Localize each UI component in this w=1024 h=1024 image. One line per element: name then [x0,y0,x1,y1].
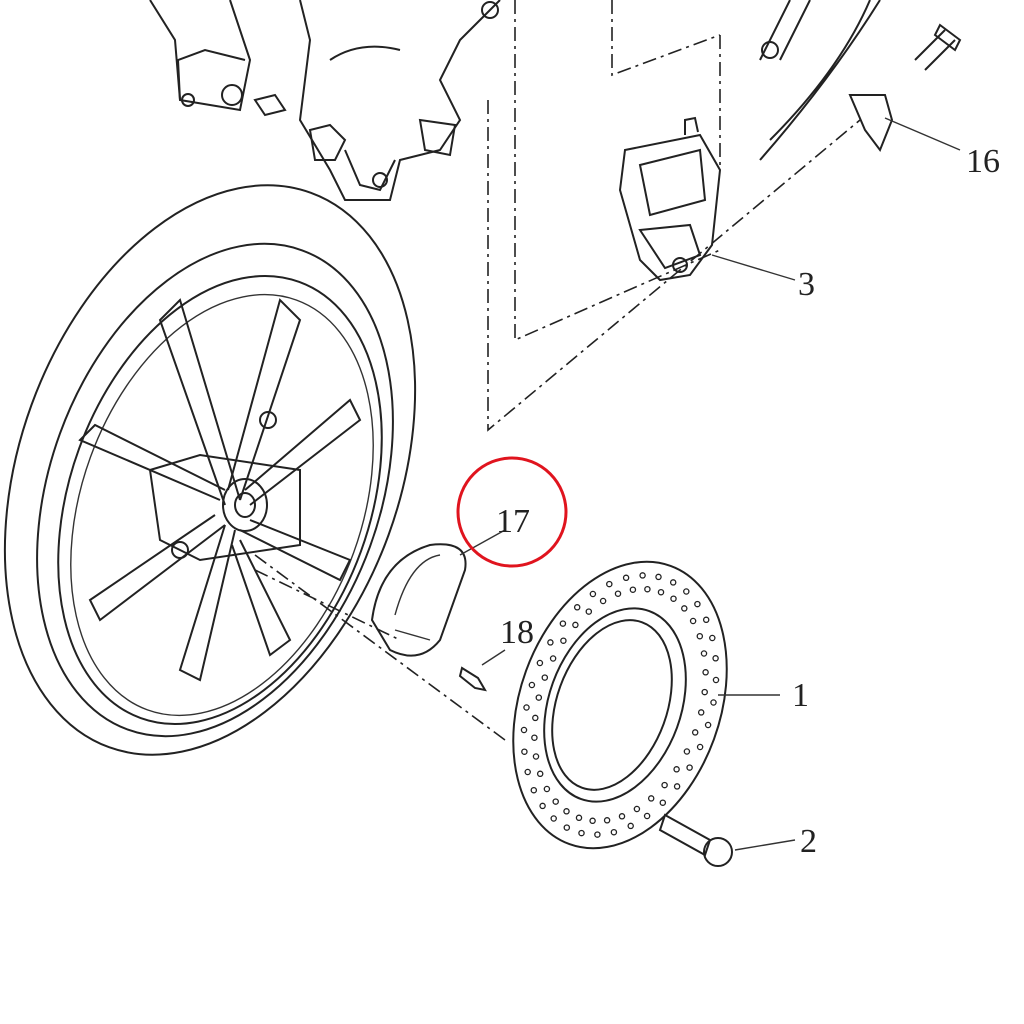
disc-hole [610,828,618,836]
disc-hole [633,805,641,813]
disc-hole [689,617,697,625]
disc-hole [543,785,551,793]
disc-hole [697,709,705,716]
bolt-16 [848,23,962,153]
disc-hole [644,585,651,593]
disc-hole [559,620,567,627]
disc-hole [585,608,593,615]
disc-hole [691,729,699,736]
disc-hole [563,824,571,831]
brake-disc-1 [512,560,728,850]
disc-hole [536,659,544,667]
disc-hole [696,632,704,640]
disc-hole [700,650,708,657]
disc-hole [599,597,607,605]
disc-hole [606,580,613,588]
disc-hole [643,812,651,820]
disc-hole [541,674,549,681]
disc-hole [655,573,662,581]
disc-hole [594,831,601,838]
disc-bolt-2 [658,813,733,867]
disc-hole [535,694,543,701]
disc-hole [622,574,630,582]
disc-hole [683,588,690,595]
disc-hole [575,814,583,822]
disc-hole [659,799,667,806]
disc-hole [647,795,655,802]
callout-2[interactable]: 2 [800,823,817,860]
disc-hole [521,748,528,755]
disc-hole [547,639,554,646]
cover-plate-17 [370,543,467,657]
disc-hole [572,621,579,629]
disc-hole [657,588,665,596]
disc-hole [563,808,570,815]
callout-3[interactable]: 3 [798,266,815,303]
callout-17[interactable]: 17 [496,503,530,540]
callout-18[interactable]: 18 [500,614,534,651]
disc-hole [702,616,710,624]
disc-hole [673,783,681,790]
disc-hole [702,669,709,676]
callout-1[interactable]: 1 [792,677,809,714]
disc-hole [614,590,622,597]
highlight-circle [456,456,568,568]
callout-16[interactable]: 16 [966,143,1000,180]
disc-hole [686,764,693,771]
disc-hole [560,637,567,644]
disc-hole [528,681,536,689]
disc-hole [670,595,677,602]
brake-caliper [618,0,881,282]
disc-hole [532,753,540,760]
disc-hole [696,743,704,751]
disc-hole [531,734,538,741]
disc-hole [712,655,719,662]
disc-hole [603,817,611,824]
disc-hole [712,676,720,684]
disc-hole [524,768,531,776]
disc-hole [573,604,581,611]
disc-hole [530,786,538,794]
assembly-guide-lines [254,0,861,741]
disc-hole [578,829,585,837]
disc-hole [694,600,701,608]
disc-hole [639,572,646,579]
disc-hole [661,781,668,789]
disc-hole [536,770,544,778]
disc-hole [523,704,530,711]
leader-lines [459,117,961,851]
disc-hole [701,688,708,696]
front-wheel [3,184,417,756]
disc-hole [669,579,677,586]
disc-hole [549,655,557,662]
disc-hole [709,634,716,642]
disc-hole [550,815,557,822]
disc-hole [618,813,626,820]
disc-hole [539,802,546,810]
disc-hole [710,699,717,706]
disc-hole [552,798,559,805]
disc-hole [704,721,712,729]
disc-hole [683,748,691,755]
disc-hole [681,605,688,612]
disc-hole [589,590,597,598]
disc-hole [589,817,596,825]
disc-hole [520,726,528,734]
screw-18 [458,666,487,692]
disc-hole [629,586,637,593]
disc-hole [532,714,539,722]
disc-hole [627,822,634,830]
disc-hole [673,766,680,773]
front-fork [149,0,501,201]
